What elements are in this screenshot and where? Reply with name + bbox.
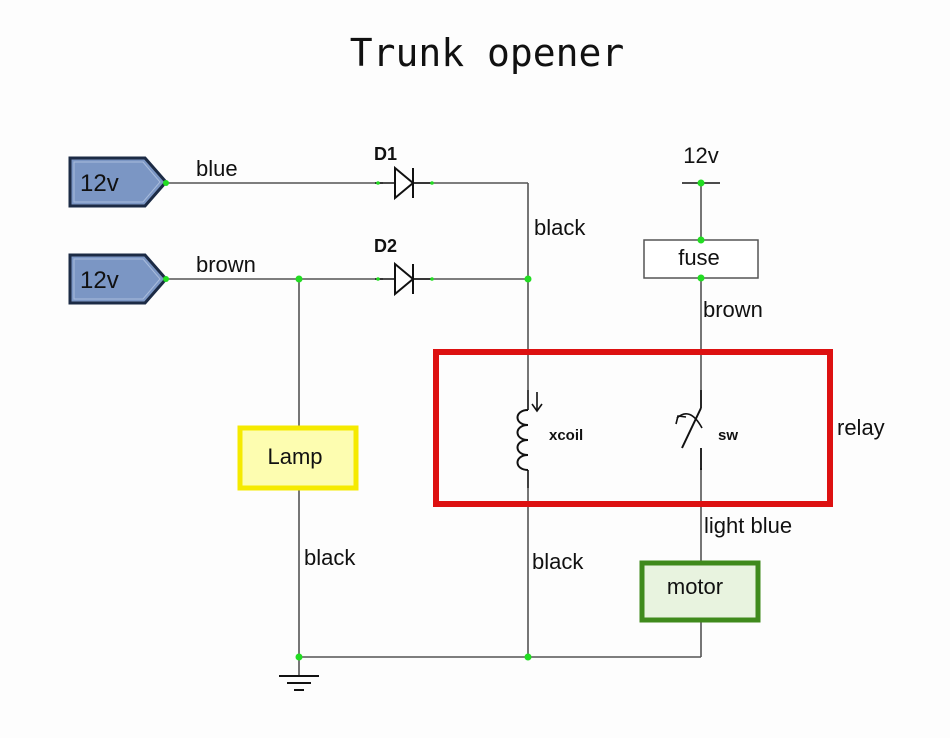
- node: [524, 653, 532, 661]
- node: [163, 180, 169, 186]
- lamp-label: Lamp: [267, 444, 322, 469]
- relay-label: relay: [837, 415, 885, 440]
- relay[interactable]: relay xcoil sw: [433, 349, 885, 507]
- node: [524, 275, 532, 283]
- source-2-label: 12v: [80, 267, 119, 294]
- wire-label-fuse-out: brown: [703, 297, 763, 322]
- node: [697, 179, 705, 187]
- node: [430, 277, 434, 281]
- wire-label-lamp-out: black: [304, 545, 356, 570]
- diode-d2-label: D2: [374, 236, 397, 256]
- node: [697, 274, 705, 282]
- diagram-title: Trunk opener: [350, 31, 625, 75]
- diode-d2[interactable]: D2: [374, 236, 433, 297]
- node: [376, 181, 380, 185]
- relay-coil-icon: [516, 390, 543, 488]
- ground-icon: [279, 675, 319, 691]
- wire-label-diode-out: black: [534, 215, 586, 240]
- node: [376, 277, 380, 281]
- motor-label: motor: [667, 574, 723, 599]
- junction-nodes: [163, 179, 705, 661]
- node: [163, 276, 169, 282]
- wire-label-switch-out: light blue: [704, 513, 792, 538]
- node: [295, 275, 303, 283]
- diode-d1-label: D1: [374, 144, 397, 164]
- lamp[interactable]: Lamp: [237, 425, 359, 491]
- voltage-source-1[interactable]: 12v: [68, 156, 168, 208]
- motor[interactable]: motor: [639, 560, 761, 623]
- wire-label-brown: brown: [196, 252, 256, 277]
- voltage-source-2[interactable]: 12v: [68, 253, 168, 305]
- node: [430, 181, 434, 185]
- relay-coil-label: xcoil: [549, 427, 583, 444]
- node: [295, 653, 303, 661]
- fuse[interactable]: fuse: [643, 239, 759, 279]
- wires: [166, 182, 720, 676]
- source-1-label: 12v: [80, 170, 119, 197]
- node: [697, 236, 705, 244]
- wire-label-blue: blue: [196, 156, 238, 181]
- relay-switch-label: sw: [718, 427, 738, 444]
- fuse-label: fuse: [678, 245, 720, 270]
- relay-switch-icon: [675, 390, 703, 470]
- diode-d1[interactable]: D1: [374, 144, 433, 201]
- supply-label: 12v: [683, 143, 718, 168]
- wire-label-coil-out: black: [532, 549, 584, 574]
